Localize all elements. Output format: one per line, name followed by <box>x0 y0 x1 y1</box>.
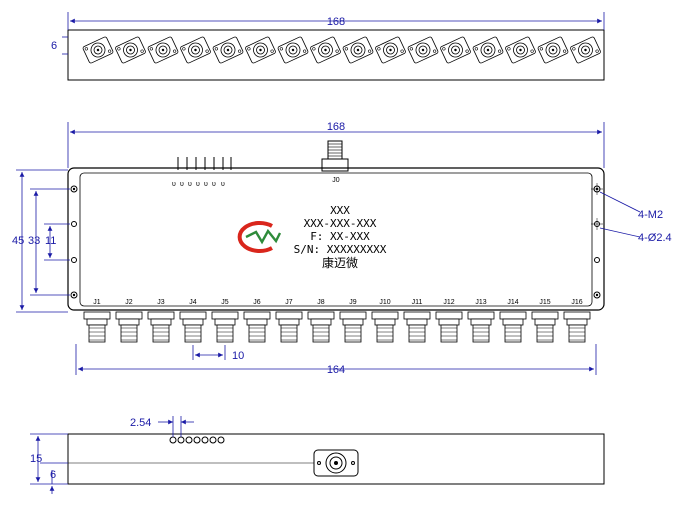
height-dimensions: 45 33 11 <box>12 169 70 313</box>
pitch-label: 10 <box>232 350 244 362</box>
svg-text:ᴜ: ᴜ <box>212 181 216 188</box>
output-connectors <box>83 311 591 343</box>
height-11-label: 11 <box>45 235 56 247</box>
output-port-label: J15 <box>539 299 550 306</box>
output-connector <box>499 311 527 343</box>
top-connector <box>570 36 601 64</box>
side-15-label: 15 <box>30 453 42 465</box>
output-port-label: J5 <box>221 299 229 306</box>
top-connector <box>440 36 471 64</box>
output-connector <box>243 311 271 343</box>
output-port-label: J2 <box>125 299 133 306</box>
front-view-body <box>67 167 605 311</box>
height-45-label: 45 <box>12 235 24 247</box>
svg-text:ᴜ: ᴜ <box>180 181 184 188</box>
front-width-label: 168 <box>327 121 345 133</box>
output-connector <box>307 311 335 343</box>
side-6-label: 6 <box>50 469 56 481</box>
company-logo-icon <box>237 221 282 253</box>
top-connector <box>180 36 211 64</box>
top-width-label: 168 <box>327 16 345 28</box>
top-connector <box>505 36 536 64</box>
nameplate-line3: F: XX-XXX <box>310 230 370 243</box>
nameplate: XXX XXX-XXX-XXX F: XX-XXX S/N: XXXXXXXXX… <box>294 204 387 270</box>
svg-text:ᴜ: ᴜ <box>221 181 225 188</box>
svg-text:ᴜ: ᴜ <box>172 181 176 188</box>
mount-thread-label: 4-M2 <box>638 209 663 221</box>
output-connector <box>563 311 591 343</box>
side-view-body <box>67 433 605 485</box>
height-33-label: 33 <box>28 235 40 247</box>
nameplate-line4: S/N: XXXXXXXXX <box>294 243 387 256</box>
output-connector <box>115 311 143 343</box>
output-port-label: J16 <box>571 299 582 306</box>
top-connector <box>277 36 309 64</box>
top-connector <box>82 36 114 64</box>
top-connector <box>342 36 374 64</box>
output-connector <box>211 311 239 343</box>
output-port-label: J8 <box>317 299 325 306</box>
output-port-label: J9 <box>349 299 357 306</box>
output-connector <box>531 311 559 343</box>
top-connector <box>212 36 244 64</box>
output-connector <box>403 311 431 343</box>
mount-callouts: 4-M2 4-Ø2.4 <box>599 191 672 244</box>
output-port-label: J11 <box>412 299 423 306</box>
top-height-label: 6 <box>51 40 57 52</box>
output-connector <box>83 311 111 343</box>
bottom-width-dimension: 164 <box>75 344 597 376</box>
side-dc-pins <box>169 436 225 444</box>
side-view: 2.54 15 6 <box>30 416 605 494</box>
front-view-cover <box>79 172 593 307</box>
output-port-label: J14 <box>507 299 518 306</box>
output-connector <box>147 311 175 343</box>
input-port-label: J0 <box>332 177 340 184</box>
mounting-holes <box>70 183 603 299</box>
pin-pitch-label: 2.54 <box>130 417 151 429</box>
output-connector <box>275 311 303 343</box>
output-connector <box>371 311 399 343</box>
output-connector <box>179 311 207 343</box>
pitch-dimension: 10 <box>192 345 244 362</box>
top-connector <box>537 36 569 64</box>
nameplate-line5: 康迈微 <box>322 255 358 270</box>
top-connectors <box>82 36 601 64</box>
top-connector <box>407 36 439 64</box>
top-connector <box>375 36 406 64</box>
side-input-connector <box>313 449 359 477</box>
input-connector-j0 <box>321 140 349 172</box>
svg-text:ᴜ: ᴜ <box>196 181 200 188</box>
output-port-labels: J1 J2 J3 J4 J5 J6 J7 J8 J9 J10 J11 J12 J13 J14 J15 J16 <box>93 299 582 306</box>
svg-text:ᴜ: ᴜ <box>188 181 192 188</box>
mount-hole-label: 4-Ø2.4 <box>638 232 672 244</box>
dc-pad-symbols: ᴜ ᴜ ᴜ ᴜ ᴜ ᴜ ᴜ <box>172 181 225 188</box>
output-port-label: J1 <box>93 299 101 306</box>
output-port-label: J10 <box>379 299 390 306</box>
front-view: 168 <box>12 121 672 376</box>
output-port-label: J3 <box>157 299 165 306</box>
output-port-label: J7 <box>285 299 293 306</box>
top-connector <box>310 36 341 64</box>
output-port-label: J4 <box>189 299 197 306</box>
output-port-label: J13 <box>475 299 486 306</box>
nameplate-line1: XXX <box>330 204 350 217</box>
top-connector <box>245 36 276 64</box>
output-connector <box>467 311 495 343</box>
nameplate-line2: XXX-XXX-XXX <box>304 217 377 230</box>
top-connector <box>472 36 504 64</box>
svg-text:ᴜ: ᴜ <box>204 181 208 188</box>
top-connector <box>147 36 179 64</box>
bottom-width-label: 164 <box>327 364 345 376</box>
output-port-label: J6 <box>253 299 261 306</box>
top-view-body <box>67 29 605 81</box>
output-connector <box>339 311 367 343</box>
output-connector <box>435 311 463 343</box>
top-connector <box>115 36 146 64</box>
top-view: 168 6 <box>51 12 605 81</box>
output-port-label: J12 <box>443 299 454 306</box>
